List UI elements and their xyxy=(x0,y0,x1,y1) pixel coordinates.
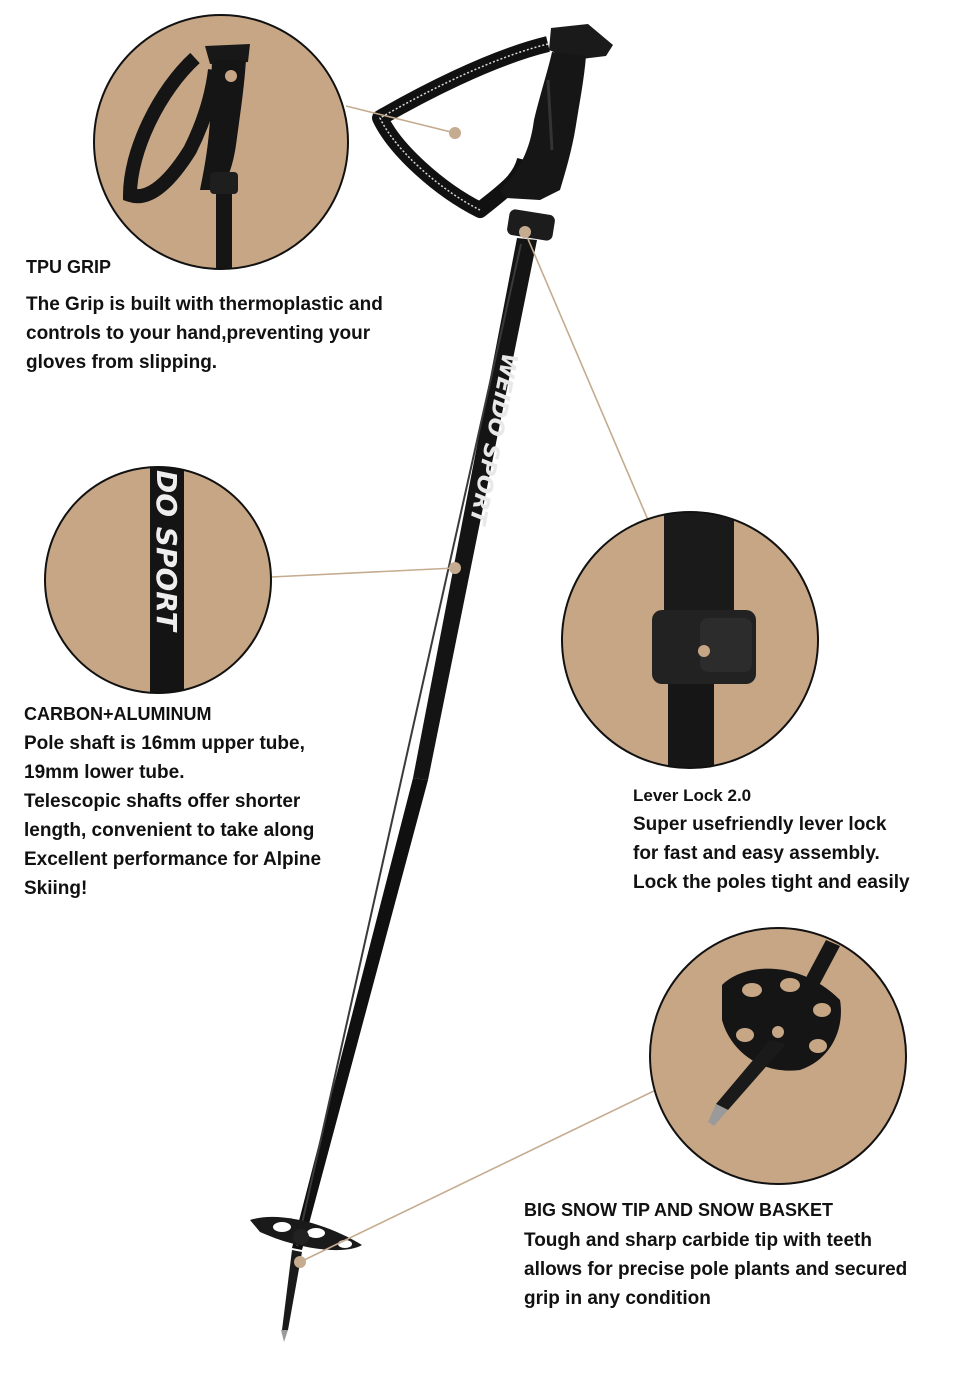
tip-description: Tough and sharp carbide tip with teeth a… xyxy=(524,1226,907,1313)
tip-line: grip in any condition xyxy=(524,1288,711,1309)
shaft-line: Excellent performance for Alpine xyxy=(24,849,322,870)
leader-grip xyxy=(345,105,456,134)
zoom-brand-text: DO SPORT xyxy=(150,470,183,633)
tip-title: BIG SNOW TIP AND SNOW BASKET xyxy=(524,1200,834,1220)
zoom-circle-grip xyxy=(93,14,349,270)
shaft-brand-text: WEIDO SPORT xyxy=(464,351,522,528)
tip-line: allows for precise pole plants and secur… xyxy=(524,1259,908,1280)
zoom-circle-shaft: DO SPORT xyxy=(44,466,272,694)
grip-texture xyxy=(546,79,554,151)
leader-lines xyxy=(270,105,661,1263)
tip-line: Tough and sharp carbide tip with teeth xyxy=(524,1230,872,1251)
lever-line: for fast and easy assembly. xyxy=(633,843,880,864)
lower-shaft xyxy=(292,778,428,1250)
lever-lock xyxy=(507,209,555,241)
carbide-tip xyxy=(282,1250,302,1330)
grip-description: The Grip is built with thermoplastic and… xyxy=(26,290,383,377)
lever-description: Super usefriendly lever lock for fast an… xyxy=(633,810,910,897)
leader-tip xyxy=(299,1087,661,1263)
shaft-title: CARBON+ALUMINUM xyxy=(24,704,212,724)
snow-basket xyxy=(250,1216,362,1251)
lever-title: Lever Lock 2.0 xyxy=(633,786,752,805)
zoom-circle-tip xyxy=(649,927,907,1185)
shaft-line: Skiing! xyxy=(24,878,88,899)
lever-line: Lock the poles tight and easily xyxy=(633,872,910,893)
upper-shaft xyxy=(413,238,537,780)
shaft-highlight xyxy=(296,243,522,1247)
grip-line: The Grip is built with thermoplastic and xyxy=(26,294,383,315)
leader-dots xyxy=(294,127,531,1268)
carbide-tip-point xyxy=(281,1330,288,1342)
lever-line: Super usefriendly lever lock xyxy=(633,814,887,835)
shaft-line: length, convenient to take along xyxy=(24,820,315,841)
grip-title: TPU GRIP xyxy=(26,257,112,277)
grip-line: controls to your hand,preventing your xyxy=(26,323,371,344)
shaft-line: Telescopic shafts offer shorter xyxy=(24,791,301,812)
leader-shaft xyxy=(270,567,456,578)
leader-lever xyxy=(524,231,649,521)
shaft-line: 19mm lower tube. xyxy=(24,762,185,783)
shaft-description: Pole shaft is 16mm upper tube, 19mm lowe… xyxy=(24,729,321,903)
zoom-circle-lever xyxy=(561,511,819,769)
shaft-line: Pole shaft is 16mm upper tube, xyxy=(24,733,305,754)
grip-cap xyxy=(549,24,613,60)
grip-body xyxy=(500,52,586,200)
grip-line: gloves from slipping. xyxy=(26,352,218,373)
